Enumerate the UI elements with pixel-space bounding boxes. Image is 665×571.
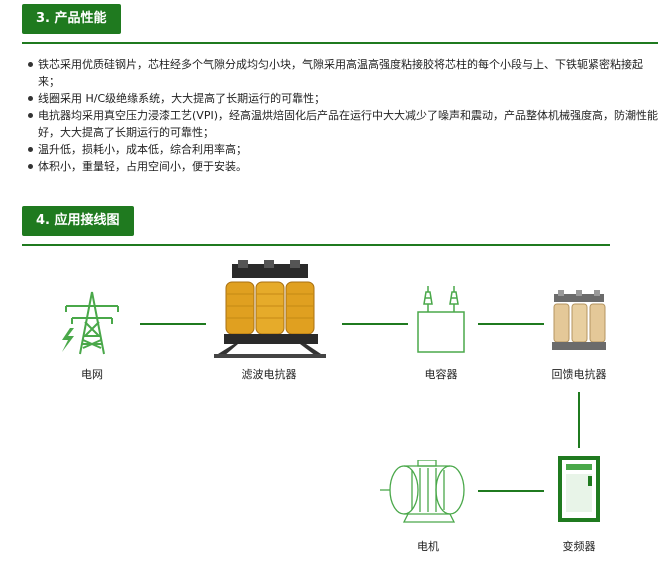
section-4-heading: 4. 应用接线图: [22, 206, 134, 236]
node-motor: 电机: [378, 459, 478, 556]
node-feedback-reactor-label: 回馈电抗器: [551, 368, 607, 381]
list-item: 体积小，重量轻，占用空间小，便于安装。: [28, 158, 658, 175]
list-item: 铁芯采用优质硅钢片，芯柱经多个气隙分成均匀小块，气隙采用高温高强度粘接胶将芯柱的…: [28, 56, 658, 90]
connector-capacitor-feedback: [478, 323, 544, 325]
node-capacitor: 电容器: [406, 284, 476, 384]
connector-feedback-inverter: [578, 392, 580, 448]
motor-icon: [380, 459, 465, 523]
node-filter-reactor: 滤波电抗器: [204, 258, 334, 384]
node-motor-label: 电机: [417, 540, 439, 553]
node-grid: 电网: [52, 288, 132, 384]
performance-list: 铁芯采用优质硅钢片，芯柱经多个气隙分成均匀小块，气隙采用高温高强度粘接胶将芯柱的…: [28, 56, 658, 175]
feedback-reactor-icon: [552, 290, 606, 350]
power-tower-icon: [62, 291, 119, 355]
capacitor-icon: [417, 286, 465, 353]
node-inverter-label: 变频器: [562, 540, 596, 553]
list-item: 温升低，损耗小，成本低，综合利用率高；: [28, 141, 658, 158]
reactor-photo-icon: [214, 260, 326, 358]
connector-filter-capacitor: [342, 323, 408, 325]
section-4-divider: [22, 244, 610, 246]
list-item: 电抗器均采用真空压力浸漆工艺(VPI)，经高温烘焙固化后产品在运行中大大减少了噪…: [28, 109, 658, 139]
inverter-icon: [558, 456, 600, 522]
node-feedback-reactor: 回馈电抗器: [544, 290, 614, 384]
list-item: 线圈采用 H/C级绝缘系统，大大提高了长期运行的可靠性；: [28, 90, 658, 107]
section-3-heading: 3. 产品性能: [22, 4, 121, 34]
node-capacitor-label: 电容器: [424, 368, 458, 381]
node-inverter: 变频器: [544, 456, 614, 556]
node-grid-label: 电网: [81, 368, 103, 381]
section-3-divider: [22, 42, 658, 44]
node-filter-reactor-label: 滤波电抗器: [241, 368, 297, 381]
connector-grid-filter: [140, 323, 206, 325]
connector-inverter-motor: [478, 490, 544, 492]
